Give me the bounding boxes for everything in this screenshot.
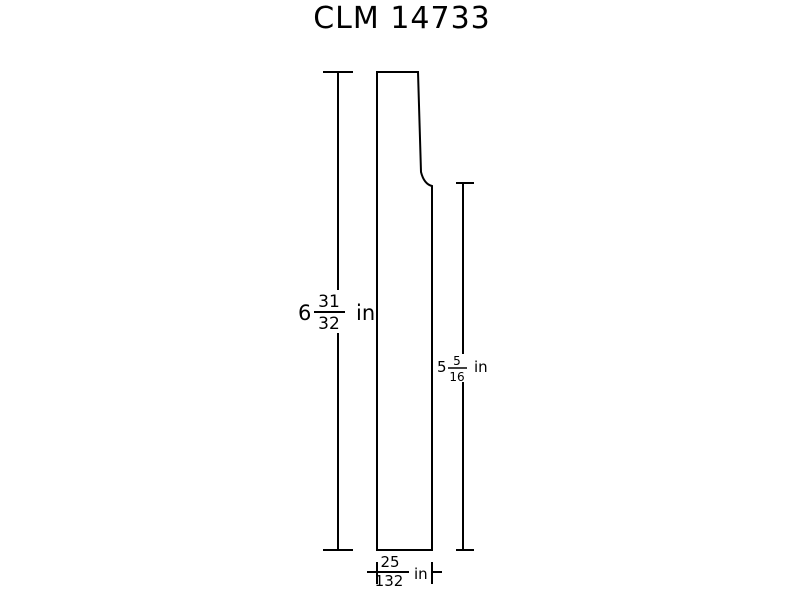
- lower-height-numerator: 5: [453, 354, 461, 368]
- lower-height-whole: 5: [437, 358, 447, 376]
- bottom-width-numerator: 25: [380, 553, 399, 571]
- bottom-width-dimension: 25 132 in: [367, 553, 442, 590]
- total-height-dimension: 6 31 32 in: [298, 71, 375, 551]
- total-height-whole: 6: [298, 301, 311, 325]
- lower-height-unit: in: [474, 358, 488, 376]
- lower-height-dimension: 5 5 16 in: [437, 182, 488, 551]
- total-height-unit: in: [356, 301, 375, 325]
- total-height-denominator: 32: [318, 314, 340, 334]
- profile-outline: [376, 71, 433, 551]
- bottom-width-denominator: 132: [375, 572, 404, 590]
- bottom-width-unit: in: [414, 565, 428, 583]
- lower-height-denominator: 16: [449, 370, 464, 384]
- total-height-numerator: 31: [318, 292, 340, 312]
- drawing-title: CLM 14733: [313, 1, 491, 36]
